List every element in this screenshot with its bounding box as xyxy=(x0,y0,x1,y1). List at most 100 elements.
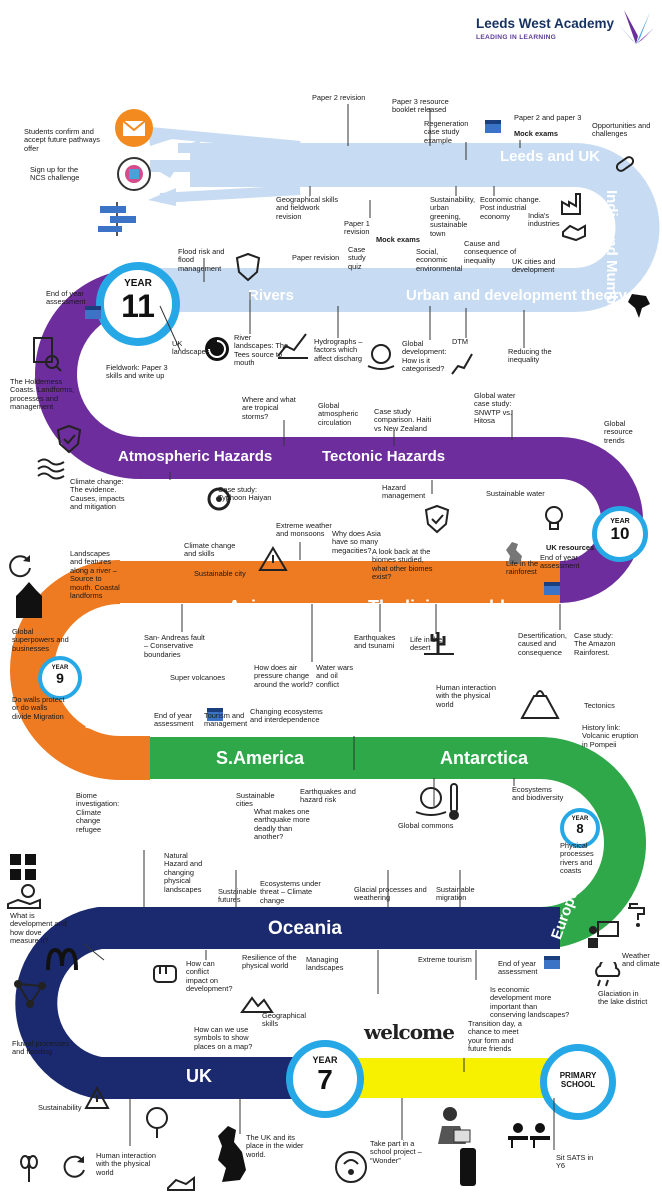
world-hands-icon xyxy=(415,787,447,816)
hand-money-icon xyxy=(7,884,41,909)
label-sustainable-cities: Sustainable cities xyxy=(236,791,275,809)
label-uk-wider: The UK and its place in the wider world. xyxy=(246,1133,304,1159)
globe-hands-icon xyxy=(367,344,395,370)
label-global-development: Global development: How is it categorise… xyxy=(402,339,447,374)
label-amazon: Case study: The Amazon Rainforest. xyxy=(574,631,616,657)
label-end-year-7: End of year assessment xyxy=(498,959,538,977)
label-desertification: Desertification, caused and consequence xyxy=(518,631,567,657)
label-managing-landscapes: Managing landscapes xyxy=(306,955,344,973)
year-8-number: 8 xyxy=(576,821,584,836)
fist-icon xyxy=(153,965,177,983)
castle-icon xyxy=(16,582,42,618)
label-tropical-storms: Where and what are tropical storms? xyxy=(242,395,296,421)
label-look-back: A look back at the biomes studied, what … xyxy=(372,547,433,582)
year-7-badge: YEAR 7 xyxy=(286,1040,364,1118)
label-pompeii: History link: Volcanic eruption in Pompe… xyxy=(582,723,639,749)
school-logo: Leeds West Academy LEADING IN LEARNING xyxy=(476,6,658,54)
label-uk-landscapes: UK landscapes xyxy=(172,339,210,357)
label-natural-hazard: Natural Hazard and changing physical lan… xyxy=(164,851,203,894)
document-search-icon xyxy=(33,337,62,372)
section-tectonic-hazards: Tectonic Hazards xyxy=(322,448,446,465)
label-symbols: How can we use symbols to show places on… xyxy=(194,1025,253,1051)
label-regeneration-case: Regeneration case study example xyxy=(424,119,469,145)
label-case-study-quiz: Case study quiz xyxy=(348,245,366,271)
label-sea-walls: Do walls protect or do walls divide Migr… xyxy=(12,695,65,721)
welcome-sign: welcome xyxy=(364,1020,455,1044)
year-11-number: 11 xyxy=(121,288,155,324)
label-lake-district: Glaciation in the lake district xyxy=(598,989,648,1007)
label-global-resource: Global resource trends xyxy=(604,419,633,445)
label-econ-vs-conserve: Is economic development more important t… xyxy=(490,985,570,1020)
section-antarctica: Antarctica xyxy=(440,748,529,768)
section-asia: Asia xyxy=(228,597,267,617)
label-extreme-weather: Extreme weather and monsoons xyxy=(276,521,332,539)
section-oceania: Oceania xyxy=(268,918,342,939)
line-chart-icon xyxy=(277,333,308,359)
label-weather-climate: Weather and climate xyxy=(622,951,660,969)
handshake-icon xyxy=(562,224,586,242)
label-paper1-revision: Paper 1 revision xyxy=(344,219,370,237)
year-8-badge: YEAR 8 xyxy=(560,808,600,848)
label-sustainability: Sustainability xyxy=(38,1103,82,1112)
label-fluvial: Fluvial processes and flooding xyxy=(12,1039,70,1057)
year-10-number: 10 xyxy=(610,524,630,543)
label-holderness: The Holderness Coasts. Landforms, proces… xyxy=(10,377,75,412)
label-sustainable-futures: Sustainable futures xyxy=(218,887,257,905)
label-water-wars: Water wars and oil conflict xyxy=(316,663,354,689)
wonder-face-icon xyxy=(335,1151,367,1183)
label-students-confirm: Students confirm and accept future pathw… xyxy=(24,127,101,153)
label-air-pressure: How does air pressure change around the … xyxy=(254,663,314,689)
spiral-icon xyxy=(205,337,229,361)
envelope-icon xyxy=(115,109,153,147)
school-name: Leeds West Academy xyxy=(476,16,615,31)
label-conflict: How can conflict impact on development? xyxy=(186,959,233,994)
label-global-superpowers: Global superpowers and businesses xyxy=(12,627,69,653)
year-10-label: YEAR xyxy=(610,518,630,525)
label-earthquakes-tsunami: Earthquakes and tsunami xyxy=(354,633,396,651)
rain-cloud-icon xyxy=(595,962,621,987)
section-leeds-uk: Leeds and UK xyxy=(500,148,601,165)
label-uk-resources: UK resources xyxy=(546,543,595,552)
india-map-icon xyxy=(628,294,650,318)
year-11-badge: YEAR 11 xyxy=(96,262,180,346)
label-geog-skills-7: Geographical skills xyxy=(262,1011,306,1029)
section-rivers: Rivers xyxy=(248,287,294,304)
label-social-economic: Social, economic environmental xyxy=(416,247,463,273)
label-san-andreas: San- Andreas fault – Conservative bounda… xyxy=(144,633,205,659)
grid-pattern-icon xyxy=(10,854,36,880)
label-sustainable-city: Sustainable city xyxy=(194,569,246,578)
label-sats: Sit SATS in Y6 xyxy=(556,1153,594,1171)
leaf-burst-icon xyxy=(618,10,654,44)
label-end-year-9: End of year assessment xyxy=(154,711,194,729)
label-tourism: Tourism and management xyxy=(204,711,248,729)
label-ecosystems-biodiversity: Ecosystems and biodiversity xyxy=(512,785,564,803)
network-nodes-icon xyxy=(14,980,46,1008)
label-global-commons: Global commons xyxy=(398,821,454,830)
label-global-circulation: Global atmospheric circulation xyxy=(318,401,359,427)
label-wonder: Take part in a school project – “Wonder” xyxy=(370,1139,422,1165)
primary-school-badge: PRIMARY SCHOOL xyxy=(540,1044,616,1120)
year-10-badge: YEAR 10 xyxy=(592,506,648,562)
label-reducing-inequality: Reducing the inequality xyxy=(508,347,552,365)
label-deadly: What makes one earthquake more deadly th… xyxy=(254,807,310,842)
storm-warning-icon xyxy=(258,546,288,571)
bar-growth-icon xyxy=(451,353,473,375)
section-urban-development: Urban and development theory xyxy=(406,287,627,304)
year-11-label: YEAR xyxy=(124,278,152,289)
calendar-icon xyxy=(544,582,560,595)
year-7-number: 7 xyxy=(317,1064,333,1095)
label-sustainability-urban: Sustainability, urban greening, sustaina… xyxy=(430,195,476,238)
label-sustainable-water: Sustainable water xyxy=(486,489,545,498)
label-mock-exams-top: Mock exams xyxy=(514,129,558,138)
label-eco-threat: Ecosystems under threat – Climate change xyxy=(260,879,321,905)
label-haiti-nz: Case study comparison. Haiti vs New Zeal… xyxy=(374,407,432,433)
label-sustainable-migration: Sustainable migration xyxy=(436,885,475,903)
bulb-icon xyxy=(545,506,563,530)
label-paper-revision: Paper revision xyxy=(292,253,340,262)
factory-icon xyxy=(561,193,581,215)
label-life-rainforest: Life in the rainforest xyxy=(506,559,539,577)
label-changing-ecosystems: Changing ecosystems and interdependence xyxy=(250,707,323,725)
label-landscapes-river: Landscapes and features along a river – … xyxy=(70,549,120,601)
section-uk: UK xyxy=(186,1066,212,1086)
